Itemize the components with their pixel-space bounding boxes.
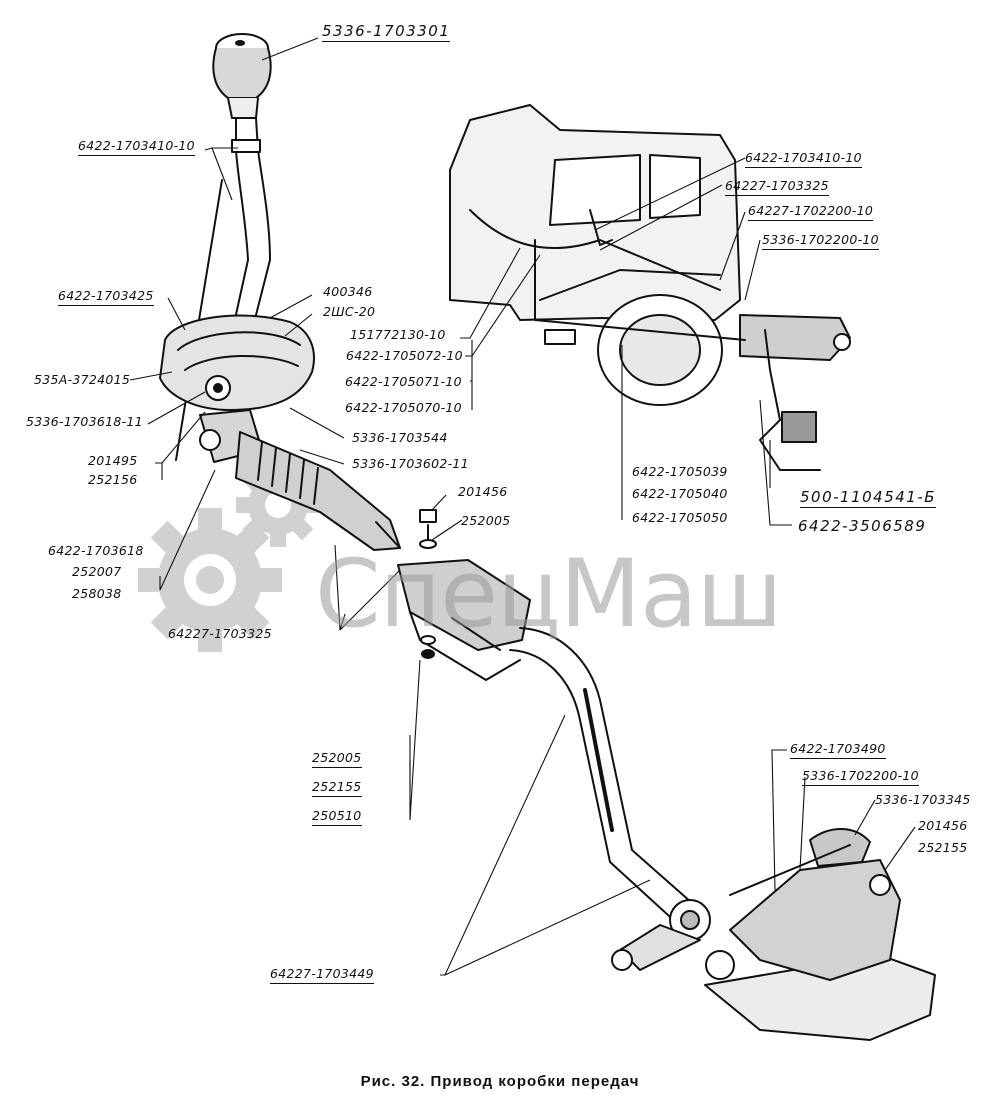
label-gb-201456: 201456 [918, 818, 968, 833]
truck-cab [449, 104, 851, 471]
label-400346: 400346 [323, 284, 373, 299]
label-252005-mid: 252005 [461, 513, 511, 528]
label-1705040: 6422-1705040 [632, 486, 728, 501]
shift-knob [212, 33, 272, 119]
label-1705050: 6422-1705050 [632, 510, 728, 525]
gearbox-mechanism [611, 828, 936, 1041]
front-shaft [235, 431, 401, 551]
label-1703449: 64227-1703449 [270, 967, 374, 984]
label-1703618-11: 5336-1703618-11 [26, 414, 143, 429]
label-gb-1703490: 6422-1703490 [790, 742, 886, 759]
label-gb-1703345: 5336-1703345 [875, 792, 971, 807]
label-258038: 258038 [72, 586, 122, 601]
label-535a: 535А-3724015 [34, 372, 131, 387]
label-1703544: 5336-1703544 [352, 430, 448, 445]
lever-boot [159, 314, 315, 411]
label-201456-mid: 201456 [458, 484, 508, 499]
label-252007: 252007 [72, 564, 122, 579]
label-500-1104541: 500-1104541-Б [800, 488, 937, 508]
label-boot: 6422-1703425 [58, 289, 154, 306]
lever-base-joint [199, 375, 263, 463]
label-1705070: 6422-1705070-10 [345, 400, 462, 415]
label-1705039: 6422-1705039 [632, 464, 728, 479]
label-151772130: 151772130-10 [350, 327, 446, 342]
label-gb-252155: 252155 [918, 840, 968, 855]
watermark-text: СпецМаш [315, 540, 783, 649]
label-gb-1702200: 5336-1702200-10 [802, 769, 919, 786]
label-knob: 5336-1703301 [322, 22, 451, 42]
label-lever-top: 6422-1703410-10 [78, 139, 195, 156]
label-3506589: 6422-3506589 [798, 517, 927, 535]
label-252005-low: 252005 [312, 751, 362, 768]
label-252156: 252156 [88, 472, 138, 487]
label-1703325-low: 64227-1703325 [168, 626, 272, 641]
middle-bracket [397, 509, 531, 681]
label-1703602: 5336-1703602-11 [352, 456, 469, 471]
label-201495: 201495 [88, 453, 138, 468]
label-250510: 250510 [312, 809, 362, 826]
label-cab-1702200: 64227-1702200-10 [748, 204, 874, 221]
figure-caption: Рис. 32. Привод коробки передач [360, 1073, 640, 1090]
label-1705072: 6422-1705072-10 [346, 348, 463, 363]
label-cab-1703410: 6422-1703410-10 [745, 151, 862, 168]
label-1703618: 6422-1703618 [48, 543, 144, 558]
label-1705071: 6422-1705071-10 [345, 374, 462, 389]
leader-lines [129, 37, 916, 976]
label-cab-5336-1702200: 5336-1702200-10 [762, 233, 879, 250]
shift-rod [509, 627, 701, 927]
label-252155-low: 252155 [312, 780, 362, 797]
label-2shs20: 2ШС-20 [323, 304, 376, 319]
label-cab-1703325: 64227-1703325 [725, 179, 829, 196]
